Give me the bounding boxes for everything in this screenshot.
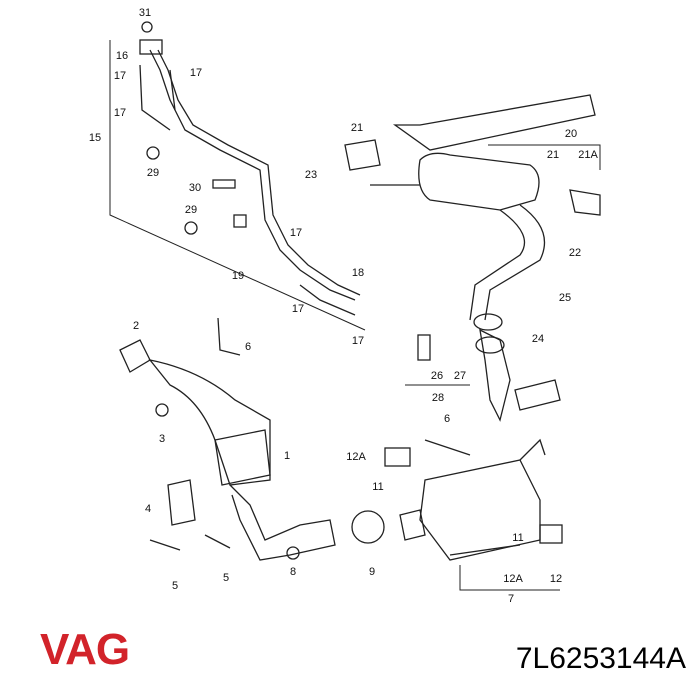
callout-21: 21 — [547, 149, 559, 161]
bolt-30 — [212, 179, 236, 189]
callout-11: 11 — [372, 481, 383, 493]
callout-31: 31 — [139, 7, 151, 19]
callout-15: 15 — [89, 132, 101, 144]
gasket-2 — [119, 339, 151, 373]
callout-5: 5 — [172, 580, 178, 592]
callout-29: 29 — [147, 167, 159, 179]
callout-5: 5 — [223, 572, 229, 584]
hanger-12 — [539, 524, 563, 544]
callout-19: 19 — [232, 270, 244, 282]
bracket-16 — [139, 39, 163, 55]
callout-17: 17 — [352, 335, 364, 347]
nut-8 — [286, 546, 300, 560]
callout-11: 11 — [512, 532, 523, 544]
tail-pipe — [392, 94, 596, 151]
nut-3 — [155, 403, 169, 417]
callout-4: 4 — [145, 503, 151, 515]
callout-7: 7 — [508, 593, 514, 605]
callout-3: 3 — [159, 433, 165, 445]
callout-12a: 12A — [346, 451, 366, 463]
intermediate-pipe — [484, 204, 546, 321]
nut-31 — [141, 21, 153, 33]
callout-16: 16 — [116, 50, 128, 62]
callout-25: 25 — [559, 292, 571, 304]
exhaust-line-pipe — [149, 49, 356, 301]
bolt-5b — [204, 534, 231, 549]
callout-9: 9 — [369, 566, 375, 578]
callout-17: 17 — [292, 303, 304, 315]
callout-21: 21 — [351, 122, 363, 134]
callout-1: 1 — [284, 450, 290, 462]
part-number: 7L6253144A — [515, 642, 686, 675]
oxygen-sensor-6 — [217, 317, 241, 356]
clip-19 — [233, 214, 247, 228]
sensor-6b — [424, 439, 471, 456]
flex-pipe — [229, 484, 336, 561]
callout-26: 26 — [431, 370, 443, 382]
callout-17: 17 — [290, 227, 302, 239]
callout-8: 8 — [290, 566, 296, 578]
callout-2: 2 — [133, 320, 139, 332]
bracket-4 — [167, 479, 196, 526]
gasket-9 — [351, 510, 385, 544]
flange-9b — [399, 509, 426, 541]
callout-12: 12 — [550, 573, 562, 585]
gasket-24 — [473, 313, 503, 331]
callout-22: 22 — [569, 247, 581, 259]
hanger-21 — [344, 139, 381, 171]
rear-muffler — [418, 152, 540, 211]
callout-17: 17 — [114, 70, 126, 82]
callout-6: 6 — [245, 341, 251, 353]
callout-21a: 21A — [578, 149, 598, 161]
callout-23: 23 — [305, 169, 317, 181]
center-muffler — [419, 459, 541, 561]
callout-28: 28 — [432, 392, 444, 404]
callout-18: 18 — [352, 267, 364, 279]
callout-29: 29 — [185, 204, 197, 216]
bolt-5a — [149, 539, 181, 551]
callout-17: 17 — [190, 67, 202, 79]
hanger-12a — [384, 447, 411, 467]
vag-logo: VAG — [40, 625, 130, 674]
callout-17: 17 — [114, 107, 126, 119]
hanger-21a — [569, 189, 601, 216]
sensor-26 — [417, 334, 431, 361]
callout-20: 20 — [565, 128, 577, 140]
parts-artwork — [109, 21, 601, 591]
callout-27: 27 — [454, 370, 466, 382]
callout-30: 30 — [189, 182, 201, 194]
nut-29 — [146, 146, 160, 160]
catalytic-converter-1 — [214, 429, 271, 486]
callout-12a: 12A — [503, 573, 523, 585]
front-pipe — [148, 359, 271, 486]
callout-6: 6 — [444, 413, 450, 425]
callout-24: 24 — [532, 333, 544, 345]
